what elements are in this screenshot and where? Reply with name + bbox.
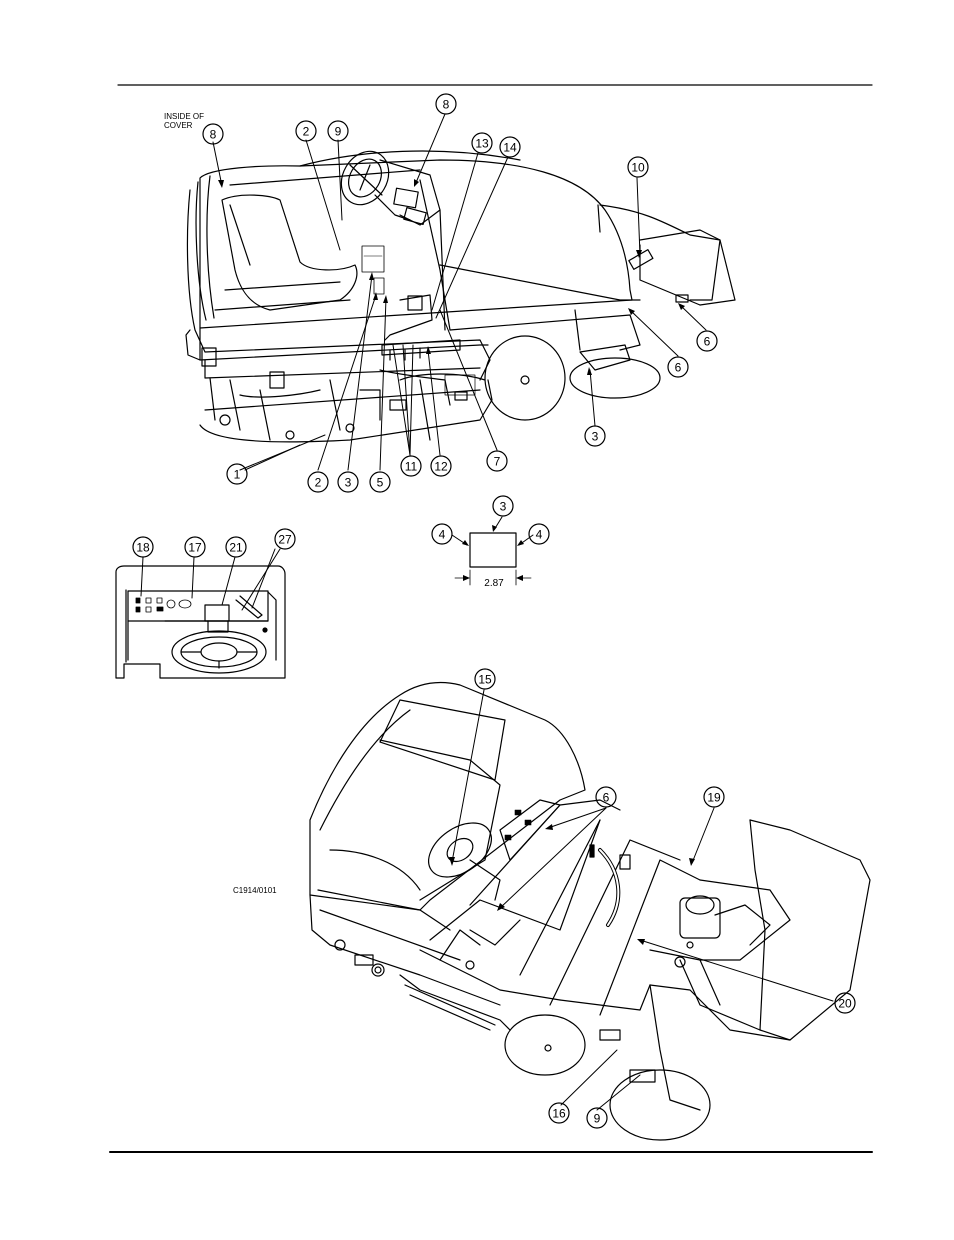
figure-code: C1914/0101 [233, 886, 277, 895]
callout-7: 7 [486, 450, 508, 472]
callout-10: 10 [627, 156, 649, 178]
callout-3-decal: 3 [492, 495, 514, 517]
dimension-label: 2.87 [484, 578, 504, 589]
callout-2-bottom: 2 [307, 471, 329, 493]
bottom-callouts: 15 6 19 20 16 9 [474, 668, 856, 1129]
svg-text:2: 2 [303, 125, 310, 139]
callout-4-right: 4 [528, 523, 550, 545]
svg-text:2: 2 [315, 476, 322, 490]
decal-rectangle [469, 532, 517, 568]
svg-text:13: 13 [475, 137, 489, 151]
top-machine-drawing [185, 150, 736, 443]
svg-text:19: 19 [707, 791, 721, 805]
top-arrowheads [218, 179, 685, 375]
callout-9-top: 9 [327, 120, 349, 142]
svg-text:6: 6 [704, 335, 711, 349]
svg-text:8: 8 [443, 98, 450, 112]
callout-9-bottom: 9 [586, 1107, 608, 1129]
svg-text:20: 20 [838, 997, 852, 1011]
decal-detail: 3 4 4 2.87 [431, 495, 550, 589]
svg-text:7: 7 [494, 455, 501, 469]
bottom-machine-drawing [309, 681, 871, 1141]
svg-text:1: 1 [234, 468, 241, 482]
svg-text:3: 3 [592, 430, 599, 444]
svg-text:14: 14 [503, 141, 517, 155]
svg-text:12: 12 [434, 460, 448, 474]
callout-12: 12 [430, 455, 452, 477]
callout-21: 21 [225, 536, 247, 558]
svg-text:4: 4 [536, 528, 543, 542]
svg-text:10: 10 [631, 161, 645, 175]
callout-8-top: 8 [435, 93, 457, 115]
svg-text:5: 5 [377, 476, 384, 490]
callout-19: 19 [703, 786, 725, 808]
callout-4-left: 4 [431, 523, 453, 545]
callout-17: 17 [184, 536, 206, 558]
svg-text:8: 8 [210, 128, 217, 142]
inside-of-cover-line1: INSIDE OF [164, 112, 204, 121]
svg-text:4: 4 [439, 528, 446, 542]
svg-text:9: 9 [594, 1112, 601, 1126]
callout-27: 27 [274, 528, 296, 550]
callout-14: 14 [499, 136, 521, 158]
svg-text:3: 3 [345, 476, 352, 490]
svg-text:18: 18 [136, 541, 150, 555]
callout-11: 11 [400, 455, 422, 477]
top-leader-lines [212, 113, 707, 471]
callout-6-right: 6 [696, 330, 718, 352]
callout-1: 1 [226, 463, 248, 485]
svg-text:6: 6 [603, 791, 610, 805]
bottom-leader-lines [451, 689, 834, 1111]
svg-text:6: 6 [675, 361, 682, 375]
callout-6-bottom: 6 [595, 786, 617, 808]
callout-3-right: 3 [584, 425, 606, 447]
svg-text:3: 3 [500, 500, 507, 514]
callout-16: 16 [548, 1102, 570, 1124]
callout-3-bottom: 3 [337, 471, 359, 493]
callout-15: 15 [474, 668, 496, 690]
callout-6-side: 6 [667, 356, 689, 378]
callout-5: 5 [369, 471, 391, 493]
svg-text:16: 16 [552, 1107, 566, 1121]
svg-text:17: 17 [188, 541, 202, 555]
bottom-arrowheads [449, 824, 695, 945]
callout-8-inside-cover: 8 [202, 123, 224, 145]
svg-text:11: 11 [405, 460, 418, 474]
callout-2-top: 2 [295, 120, 317, 142]
dash-detail-inset: 18 17 21 27 [115, 528, 296, 679]
svg-text:27: 27 [278, 533, 292, 547]
svg-text:9: 9 [335, 125, 342, 139]
inside-of-cover-line2: COVER [164, 121, 193, 130]
svg-text:15: 15 [478, 673, 492, 687]
top-callouts: 8 2 9 8 13 14 10 6 [202, 93, 718, 493]
callout-20: 20 [834, 992, 856, 1014]
callout-13: 13 [471, 132, 493, 154]
svg-text:21: 21 [229, 541, 243, 555]
callout-18: 18 [132, 536, 154, 558]
